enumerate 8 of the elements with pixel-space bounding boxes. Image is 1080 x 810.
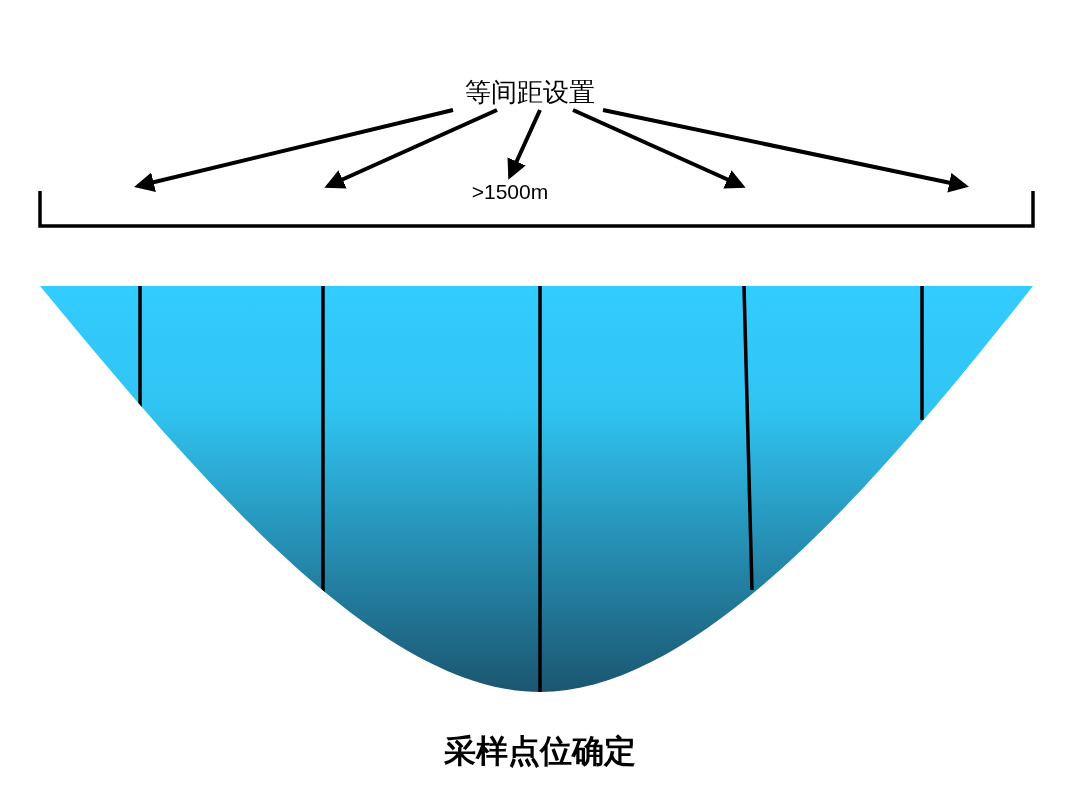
arrow: [572, 108, 746, 189]
label-text: 等间距设置: [440, 74, 620, 110]
arrow: [602, 108, 969, 193]
arrow: [134, 108, 454, 192]
caption: 采样点位确定: [443, 731, 637, 772]
arrow: [507, 109, 542, 180]
label-text: >1500m: [460, 176, 560, 208]
arrow: [324, 108, 498, 189]
